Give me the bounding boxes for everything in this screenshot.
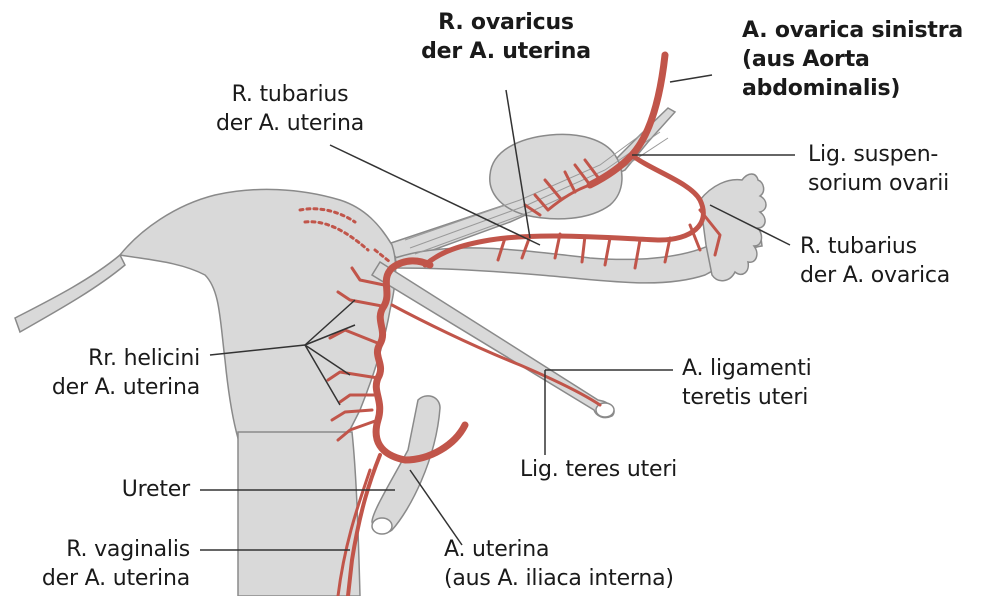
ureter-end [372, 518, 392, 534]
label-r-vaginalis: R. vaginalis der A. uterina [10, 535, 190, 593]
label-r-tubarius-ovarica: R. tubarius der A. ovarica [800, 232, 950, 290]
label-a-uterina: A. uterina (aus A. iliaca interna) [444, 535, 674, 593]
label-a-ligamenti-teretis: A. ligamenti teretis uteri [682, 354, 812, 412]
round-ligament [372, 262, 614, 418]
label-lig-suspensorium: Lig. suspen- sorium ovarii [808, 140, 949, 198]
label-lig-teres-uteri: Lig. teres uteri [520, 455, 677, 484]
label-ureter: Ureter [80, 475, 190, 504]
label-rr-helicini: Rr. helicini der A. uterina [20, 344, 200, 402]
label-r-tubarius-uterina: R. tubarius der A. uterina [196, 80, 384, 138]
left-tube-stub [15, 255, 125, 332]
label-r-ovaricus: R. ovaricus der A. uterina [408, 8, 604, 66]
uterus [120, 189, 396, 445]
label-a-ovarica-sinistra: A. ovarica sinistra (aus Aorta abdominal… [742, 16, 963, 103]
